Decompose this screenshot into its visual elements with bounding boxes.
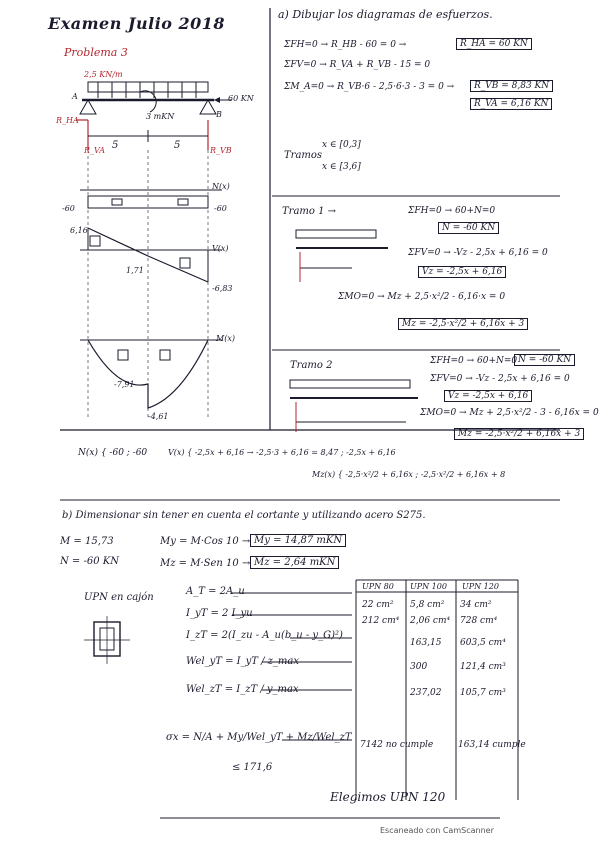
- table-cell: 300: [410, 662, 428, 672]
- axial-force-value: N = -60 KN: [60, 556, 119, 567]
- table-cell: 163,15: [410, 638, 442, 648]
- my-equation: My = M·Cos 10 →: [160, 536, 251, 547]
- table-cell: 212 cm⁴: [362, 616, 400, 626]
- summary-m: Mz(x) { -2,5·x²/2 + 6,16x ; -2,5·x²/2 + …: [312, 470, 506, 479]
- table-cell: 5,8 cm²: [410, 600, 445, 610]
- support-a-label: A: [72, 92, 78, 101]
- m-end-value: -4,61: [148, 412, 169, 421]
- table-cell: 237,02: [410, 688, 442, 698]
- equilibrium-eq-h: ΣFH=0 → R_HB - 60 = 0 →: [284, 40, 407, 50]
- table-cell: 728 cm⁴: [460, 616, 498, 626]
- result-rvb: R_VB = 8,83 KN: [470, 80, 554, 92]
- table-cell: 2,06 cm⁴: [410, 616, 451, 626]
- table-header-upn-80: UPN 80: [362, 582, 394, 591]
- check-upn-120: 163,14 cumple: [458, 740, 526, 750]
- problem-label: Problema 3: [64, 46, 128, 59]
- check-upn-100: 7142 no cumple: [360, 740, 434, 750]
- part-b-heading: b) Dimensionar sin tener en cuenta el co…: [62, 510, 426, 521]
- reaction-ax-label: R_HA: [56, 116, 79, 125]
- bending-moment-value: M = 15,73: [60, 536, 114, 547]
- m-diagram-label: M(x): [216, 334, 235, 343]
- tramo-1-result-v: Vz = -2,5x + 6,16: [418, 266, 507, 278]
- tramo-2-result-n: N = -60 KN: [514, 354, 576, 366]
- m-min-value: -7,91: [114, 380, 135, 389]
- tramo-1-result-n: N = -60 KN: [438, 222, 500, 234]
- upn-section-label: UPN en cajón: [84, 592, 154, 603]
- table-cell: 34 cm²: [460, 600, 492, 610]
- summary-n: N(x) { -60 ; -60: [78, 448, 148, 458]
- prop-iz: I_zT = 2(I_zu - A_u(b_u - y_G)²): [186, 630, 343, 641]
- table-cell: 603,5 cm⁴: [460, 638, 506, 648]
- part-a-heading: a) Dibujar los diagramas de esfuerzos.: [278, 8, 493, 21]
- my-result: My = 14,87 mKN: [250, 534, 347, 547]
- prop-welz: Wel_zT = I_zT / y_max: [186, 684, 299, 695]
- v-start-value: 6,16: [70, 226, 88, 235]
- stress-equation: σx = N/A + My/Wel_yT + Mz/Wel_zT: [166, 732, 352, 743]
- n-diagram-label: N(x): [212, 182, 230, 191]
- tramo-1-title: Tramo 1 →: [282, 206, 337, 217]
- tramo-1-eq-moment: ΣMO=0 → Mz + 2,5·x²/2 - 6,16·x = 0: [338, 292, 506, 302]
- v-end-value: -6,83: [212, 284, 233, 293]
- equilibrium-eq-moment: ΣM_A=0 → R_VB·6 - 2,5·6·3 - 3 = 0 →: [284, 82, 455, 92]
- tramo-1-result-m: Mz = -2,5·x²/2 + 6,16x + 3: [398, 318, 529, 330]
- table-header-upn-120: UPN 120: [462, 582, 499, 591]
- mz-result: Mz = 2,64 mKN: [250, 556, 340, 569]
- span-right-label: 5: [174, 140, 181, 151]
- n-diagram-value: -60: [62, 204, 75, 213]
- equilibrium-eq-v: ΣFV=0 → R_VA + R_VB - 15 = 0: [284, 60, 431, 70]
- v-mid-value: 1,71: [126, 266, 144, 275]
- tramos-label: Tramos: [284, 150, 323, 161]
- beam-load-label: 2,5 KN/m: [84, 70, 123, 79]
- prop-iy: I_yT = 2 I_yu: [186, 608, 253, 619]
- tramo-1-eq-h: ΣFH=0 → 60+N=0: [408, 206, 496, 216]
- final-choice: Elegimos UPN 120: [330, 790, 446, 804]
- tramo-2-eq-v: ΣFV=0 → -Vz - 2,5x + 6,16 = 0: [430, 374, 570, 384]
- table-cell: 22 cm²: [362, 600, 394, 610]
- v-diagram-label: V(x): [212, 244, 229, 253]
- tramo-2-title: Tramo 2: [290, 360, 333, 371]
- result-rha: R_HA = 60 KN: [456, 38, 532, 50]
- table-header-upn-100: UPN 100: [410, 582, 447, 591]
- n-diagram-value-right: -60: [214, 204, 227, 213]
- result-rva: R_VA = 6,16 KN: [470, 98, 553, 110]
- reaction-by-label: R_VB: [210, 146, 232, 155]
- reaction-ay-label: R_VA: [84, 146, 106, 155]
- table-cell: 105,7 cm³: [460, 688, 506, 698]
- table-cell: 121,4 cm³: [460, 662, 506, 672]
- moment-label: 3 mKN: [146, 112, 175, 121]
- axial-load-label: 60 KN: [228, 94, 254, 103]
- tramo-2-result-v: Vz = -2,5x + 6,16: [444, 390, 533, 402]
- stress-limit: ≤ 171,6: [232, 762, 273, 773]
- exam-title: Examen Julio 2018: [48, 14, 226, 33]
- scanner-watermark: Escaneado con CamScanner: [380, 826, 494, 835]
- tramo-2-result-m: Mz = -2,5·x²/2 + 6,16x + 3: [454, 428, 585, 440]
- mz-equation: Mz = M·Sen 10 →: [160, 558, 251, 569]
- tramo-1-eq-v: ΣFV=0 → -Vz - 2,5x + 6,16 = 0: [408, 248, 548, 258]
- prop-wely: Wel_yT = I_yT / z_max: [186, 656, 299, 667]
- tramo-2-eq-h: ΣFH=0 → 60+N=0: [430, 356, 518, 366]
- tramo-2-eq-moment: ΣMO=0 → Mz + 2,5·x²/2 - 3 - 6,16x = 0: [420, 408, 599, 418]
- tramo-range-a: x ∈ [0,3]: [322, 140, 361, 150]
- summary-v: V(x) { -2,5x + 6,16 → -2,5·3 + 6,16 = 8,…: [168, 448, 396, 457]
- span-left-label: 5: [112, 140, 119, 151]
- tramo-range-b: x ∈ [3,6]: [322, 162, 361, 172]
- support-b-label: B: [216, 110, 222, 119]
- prop-area: A_T = 2A_u: [186, 586, 245, 597]
